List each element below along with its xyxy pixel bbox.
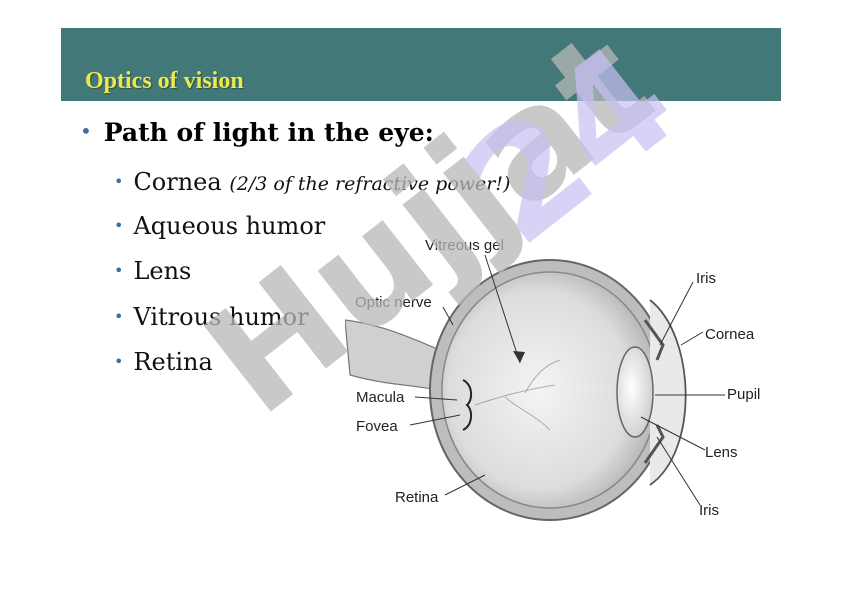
iris-top-shape — [643, 319, 665, 361]
leader-lines — [409, 254, 725, 506]
sub-bullet-lens: • Lens — [114, 257, 191, 285]
label-vitreous-gel: Vitreous gel — [425, 237, 504, 254]
sub-bullet-vitrous-humor: • Vitrous humor — [114, 303, 309, 331]
label-pupil: Pupil — [727, 386, 760, 403]
label-cornea: Cornea — [705, 326, 755, 343]
bullet-icon: • — [114, 216, 124, 235]
sub-bullet-text: Lens — [133, 257, 192, 285]
bullet-icon: • — [80, 119, 92, 143]
macula-bracket — [462, 379, 473, 431]
main-bullet: • Path of light in the eye: — [80, 118, 434, 147]
sub-bullet-retina: • Retina — [114, 348, 213, 376]
iris-bottom-shape — [643, 424, 665, 464]
vessels-shape — [474, 359, 561, 431]
sub-bullet-text: Cornea — [133, 168, 222, 196]
label-fovea: Fovea — [356, 418, 398, 435]
bullet-icon: • — [114, 261, 124, 280]
sub-bullet-text: Retina — [133, 348, 213, 376]
bullet-icon: • — [114, 307, 124, 326]
cornea-shape — [649, 299, 687, 486]
optic-nerve-shape — [345, 319, 441, 391]
label-optic-nerve: Optic nerve — [355, 294, 432, 311]
label-lens: Lens — [705, 444, 738, 461]
sub-bullet-text: Vitrous humor — [133, 303, 309, 331]
title-bar: Optics of vision — [61, 28, 781, 101]
bullet-icon: • — [114, 172, 124, 191]
sub-bullet-note: (2/3 of the refractive power!) — [229, 173, 511, 195]
slide-title: Optics of vision — [85, 68, 244, 94]
sub-bullet-cornea: • Cornea (2/3 of the refractive power!) — [114, 168, 510, 196]
sub-bullet-aqueous-humor: • Aqueous humor — [114, 212, 325, 240]
arrow-icon — [513, 351, 525, 363]
label-iris-top: Iris — [696, 270, 716, 287]
bullet-icon: • — [114, 352, 124, 371]
main-bullet-text: Path of light in the eye: — [103, 118, 434, 147]
eye-anatomy-diagram: Vitreous gel Optic nerve Macula Fovea Re… — [345, 237, 760, 521]
label-iris-bottom: Iris — [699, 502, 719, 519]
label-retina: Retina — [395, 489, 439, 506]
label-macula: Macula — [356, 389, 405, 406]
sub-bullet-text: Aqueous humor — [133, 212, 326, 240]
lens-shape — [616, 346, 654, 438]
